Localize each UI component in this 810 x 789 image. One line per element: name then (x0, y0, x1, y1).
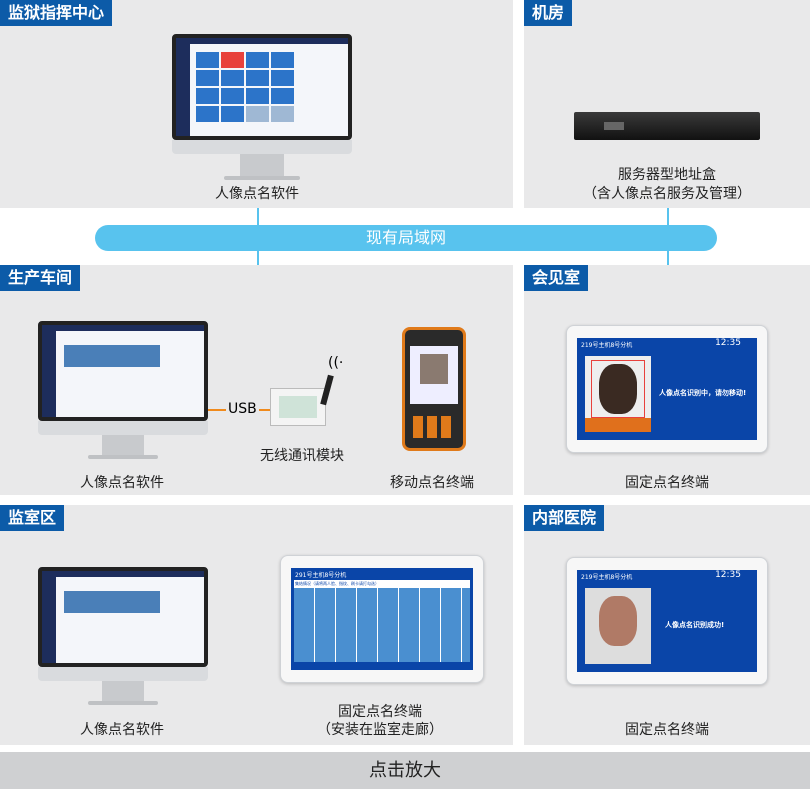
status-tile (271, 88, 294, 104)
status-tile (246, 88, 269, 104)
status-tile (271, 106, 294, 122)
visit-room-panel: 会见室 219号主机8号分机 12:35 人像点名识别中，请勿移动! 固定点名终… (524, 265, 810, 495)
zoom-label: 点击放大 (369, 760, 441, 781)
caption: 移动点名终端 (390, 475, 474, 491)
caption: 人像点名软件 (80, 475, 164, 491)
workshop-panel: 生产车间 人像点名软件 USB ((· 无线通讯模块 移动点名终端 (0, 265, 513, 495)
screen-title: 219号主机8号分机 (581, 574, 633, 581)
status-tile (221, 88, 244, 104)
status-tile (221, 70, 244, 86)
clock: 12:35 (715, 570, 741, 580)
caption: 人像点名软件 (215, 186, 299, 202)
caption: 固定点名终端 (625, 475, 709, 491)
usb-label: USB (226, 401, 259, 417)
caption: 固定点名终端 (338, 704, 422, 720)
status-tile (246, 52, 269, 68)
status-tile (196, 88, 219, 104)
status-tile (221, 106, 244, 122)
section-title: 机房 (524, 0, 573, 26)
fixed-terminal: 291号主机8号分机 集结情况（请将两人脸、指纹、刷卡请打勾选） (280, 555, 484, 683)
status-tile (271, 70, 294, 86)
screen-title: 219号主机8号分机 (581, 342, 633, 349)
face-photo (585, 588, 651, 664)
status-tile (196, 52, 219, 68)
caption: （含人像点名服务及管理） (583, 186, 751, 202)
cell-area-panel: 监室区 人像点名软件 291号主机8号分机 集结情况（请将两人脸、指纹、刷卡请打… (0, 505, 513, 745)
lan-label: 现有局域网 (365, 228, 446, 247)
status-tile (246, 106, 269, 122)
status-tile (196, 106, 219, 122)
status-message: 人像点名识别成功! (665, 621, 725, 629)
status-message: 人像点名识别中，请勿移动! (659, 389, 747, 397)
section-title: 监狱指挥中心 (0, 0, 113, 26)
face-photo (585, 356, 651, 432)
wireless-module (270, 388, 326, 426)
server-box (574, 112, 760, 140)
status-tile (246, 70, 269, 86)
hospital-panel: 内部医院 219号主机8号分机 12:35 人像点名识别成功! 固定点名终端 (524, 505, 810, 745)
section-title: 生产车间 (0, 265, 81, 291)
caption: 固定点名终端 (625, 722, 709, 738)
server-room-panel: 机房 服务器型地址盒 （含人像点名服务及管理） (524, 0, 810, 208)
caption: 人像点名软件 (80, 722, 164, 738)
status-tile (196, 70, 219, 86)
section-title: 会见室 (524, 265, 589, 291)
section-title: 监室区 (0, 505, 65, 531)
wifi-icon: ((· (328, 355, 344, 371)
status-tile (271, 52, 294, 68)
section-title: 内部医院 (524, 505, 605, 531)
fixed-terminal: 219号主机8号分机 12:35 人像点名识别成功! (566, 557, 768, 685)
command-center-panel: 监狱指挥中心 人像点名软件 (0, 0, 513, 208)
zoom-button[interactable]: 点击放大 (0, 752, 810, 789)
screen-subtitle: 集结情况（请将两人脸、指纹、刷卡请打勾选） (294, 580, 470, 588)
caption: （安装在监室走廊） (317, 722, 443, 738)
mobile-terminal (402, 327, 466, 451)
lan-bar: 现有局域网 (95, 225, 717, 251)
screen-title: 291号主机8号分机 (295, 572, 347, 579)
clock: 12:35 (715, 338, 741, 348)
caption: 无线通讯模块 (260, 448, 344, 464)
status-tile (221, 52, 244, 68)
caption: 服务器型地址盒 (618, 167, 716, 183)
fixed-terminal: 219号主机8号分机 12:35 人像点名识别中，请勿移动! (566, 325, 768, 453)
